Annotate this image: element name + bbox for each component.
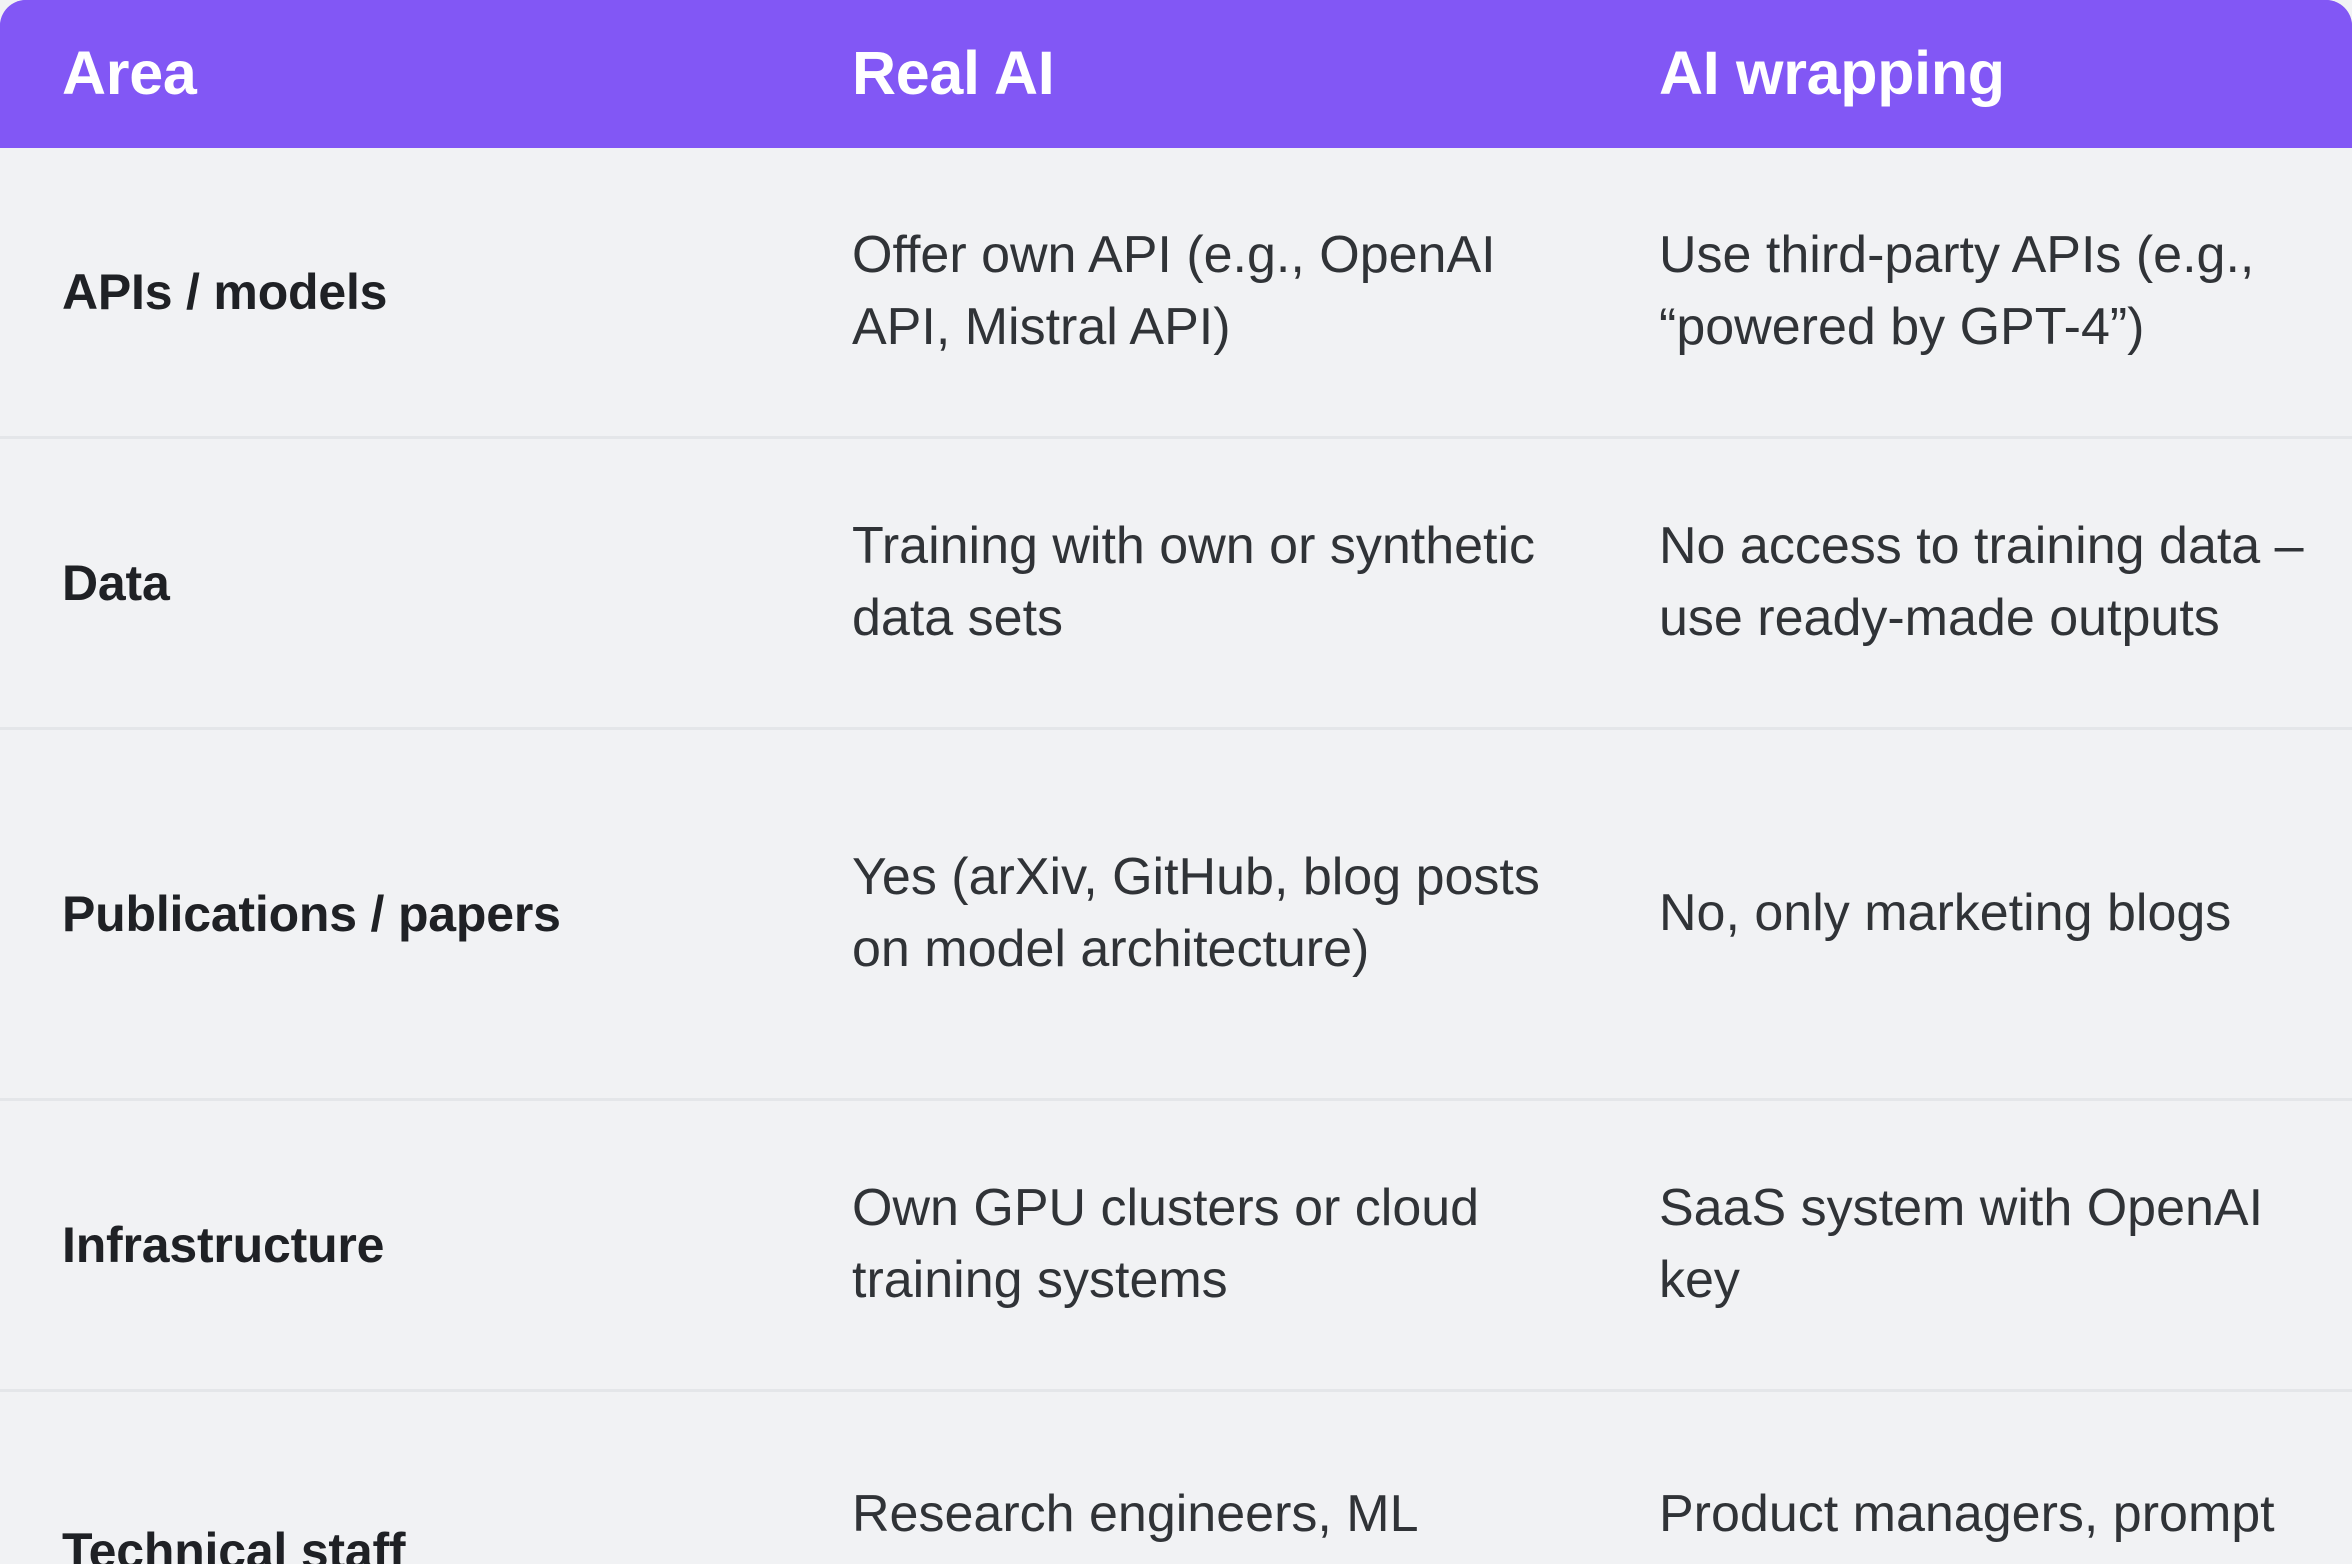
table-row: Technical staff Research engineers, ML s…	[0, 1390, 2352, 1564]
column-header-area: Area	[0, 0, 790, 148]
cell-ai-wrapping: SaaS system with OpenAI key	[1659, 1179, 2264, 1309]
cell-real-ai: Research engineers, ML scientists, data …	[852, 1485, 1439, 1564]
table-body: APIs / models Offer own API (e.g., OpenA…	[0, 148, 2352, 1564]
cell-ai-wrapping: Use third-party APIs (e.g., “powered by …	[1659, 226, 2255, 356]
table-header-row: Area Real AI AI wrapping	[0, 0, 2352, 148]
table-row: APIs / models Offer own API (e.g., OpenA…	[0, 148, 2352, 438]
cell-real-ai: Training with own or synthetic data sets	[852, 517, 1536, 647]
cell-area: Infrastructure	[62, 1216, 385, 1273]
cell-ai-wrapping: No access to training data – use ready-m…	[1659, 517, 2304, 647]
table-row: Publications / papers Yes (arXiv, GitHub…	[0, 728, 2352, 1100]
table-row: Infrastructure Own GPU clusters or cloud…	[0, 1099, 2352, 1391]
column-header-ai-wrapping: AI wrapping	[1597, 0, 2352, 148]
cell-area: Data	[62, 554, 170, 611]
cell-real-ai: Offer own API (e.g., OpenAI API, Mistral…	[852, 226, 1496, 356]
cell-real-ai: Own GPU clusters or cloud training syste…	[852, 1179, 1480, 1309]
cell-area: Technical staff	[62, 1522, 406, 1564]
table-header: Area Real AI AI wrapping	[0, 0, 2352, 148]
cell-area: APIs / models	[62, 263, 388, 320]
table-row: Data Training with own or synthetic data…	[0, 437, 2352, 729]
cell-real-ai: Yes (arXiv, GitHub, blog posts on model …	[852, 848, 1540, 978]
cell-ai-wrapping: No, only marketing blogs	[1659, 884, 2232, 943]
cell-area: Publications / papers	[62, 885, 561, 942]
cell-ai-wrapping: Product managers, prompt engineers, UI/U…	[1659, 1485, 2295, 1564]
column-header-real-ai: Real AI	[790, 0, 1597, 148]
